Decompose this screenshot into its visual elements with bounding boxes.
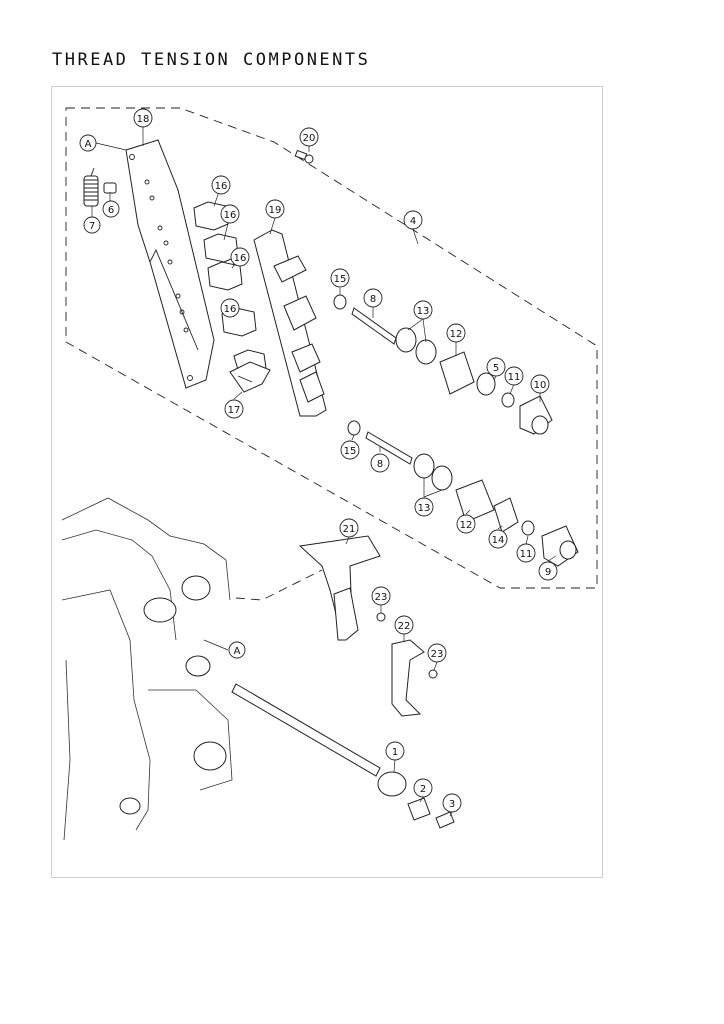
callout-1: 1 <box>385 741 405 761</box>
callout-7: 7 <box>83 216 101 234</box>
callout-6-label: 6 <box>108 205 114 216</box>
callout-13-b: 13 <box>414 497 434 517</box>
callout-4-label: 4 <box>410 216 416 227</box>
callout-9-label: 9 <box>545 567 551 578</box>
callout-10: 10 <box>530 374 550 394</box>
bracket-21 <box>298 535 381 641</box>
callout-22: 22 <box>394 615 414 635</box>
callout-14: 14 <box>488 529 508 549</box>
callout-3-label: 3 <box>449 799 455 810</box>
plate-holes <box>144 179 185 315</box>
callout-8-a: 8 <box>363 288 383 308</box>
callout-16-d: 16 <box>220 298 240 318</box>
callout-4: 4 <box>403 210 423 230</box>
callout-11-a-label: 11 <box>508 372 521 383</box>
callout-12-b-label: 12 <box>460 520 473 531</box>
callout-a-top: A <box>79 134 97 152</box>
screw-20 <box>294 149 314 164</box>
callout-16-a-label: 16 <box>215 181 228 192</box>
callout-16-a: 16 <box>211 175 231 195</box>
callout-8-a-label: 8 <box>370 294 376 305</box>
callout-6: 6 <box>102 200 120 218</box>
callout-9: 9 <box>538 561 558 581</box>
callout-17: 17 <box>224 399 244 419</box>
callout-a-bottom-label: A <box>234 646 241 657</box>
machine-frame <box>61 497 233 841</box>
callout-23-b: 23 <box>427 643 447 663</box>
callout-5-label: 5 <box>493 363 499 374</box>
callout-20: 20 <box>299 127 319 147</box>
callout-12-a: 12 <box>446 323 466 343</box>
thread-guide-17 <box>229 361 271 393</box>
callout-10-label: 10 <box>534 380 547 391</box>
callout-a-top-label: A <box>85 139 92 150</box>
callout-19-label: 19 <box>269 205 282 216</box>
callout-11-b-label: 11 <box>520 549 533 560</box>
bracket-22 <box>391 639 425 717</box>
stud <box>103 182 117 194</box>
callout-15-b: 15 <box>340 440 360 460</box>
callout-11-a: 11 <box>504 366 524 386</box>
callout-2: 2 <box>413 778 433 798</box>
callout-13-a: 13 <box>413 300 433 320</box>
callout-16-d-label: 16 <box>224 304 237 315</box>
callout-8-b-label: 8 <box>377 459 383 470</box>
callout-18-label: 18 <box>137 114 150 125</box>
callout-23-a: 23 <box>371 586 391 606</box>
screw-23 <box>376 612 438 679</box>
assembly-boundary-dashed <box>65 107 598 589</box>
spring <box>83 167 99 207</box>
callout-3: 3 <box>442 793 462 813</box>
connector-line <box>235 569 323 601</box>
callout-15-b-label: 15 <box>344 446 357 457</box>
callout-23-a-label: 23 <box>375 592 388 603</box>
upper-tension-unit <box>333 294 553 435</box>
callout-16-c-label: 16 <box>234 253 247 264</box>
callout-12-b: 12 <box>456 514 476 534</box>
callout-16-c: 16 <box>230 247 250 267</box>
callout-20-label: 20 <box>303 133 316 144</box>
callout-21: 21 <box>339 518 359 538</box>
callout-a-bottom: A <box>228 641 246 659</box>
callout-8-b: 8 <box>370 453 390 473</box>
callout-2-label: 2 <box>420 784 426 795</box>
callout-13-b-label: 13 <box>418 503 431 514</box>
callout-15-a-label: 15 <box>334 274 347 285</box>
callout-16-b: 16 <box>220 204 240 224</box>
callout-16-b-label: 16 <box>224 210 237 221</box>
callout-5: 5 <box>486 357 506 377</box>
callout-14-label: 14 <box>492 535 505 546</box>
tension-bracket-plate <box>125 139 215 389</box>
callout-18: 18 <box>133 108 153 128</box>
tension-bracket <box>253 229 327 417</box>
lower-tension-unit <box>347 420 579 567</box>
callout-23-b-label: 23 <box>431 649 444 660</box>
page-title: THREAD TENSION COMPONENTS <box>52 50 371 70</box>
release-rod <box>231 683 455 829</box>
callout-21-label: 21 <box>343 524 356 535</box>
callout-12-a-label: 12 <box>450 329 463 340</box>
callout-17-label: 17 <box>228 405 241 416</box>
callout-7-label: 7 <box>89 221 95 232</box>
callout-22-label: 22 <box>398 621 411 632</box>
diagram-frame <box>51 86 603 878</box>
callout-1-label: 1 <box>392 747 398 758</box>
callout-11-b: 11 <box>516 543 536 563</box>
callout-19: 19 <box>265 199 285 219</box>
callout-13-a-label: 13 <box>417 306 430 317</box>
callout-15-a: 15 <box>330 268 350 288</box>
